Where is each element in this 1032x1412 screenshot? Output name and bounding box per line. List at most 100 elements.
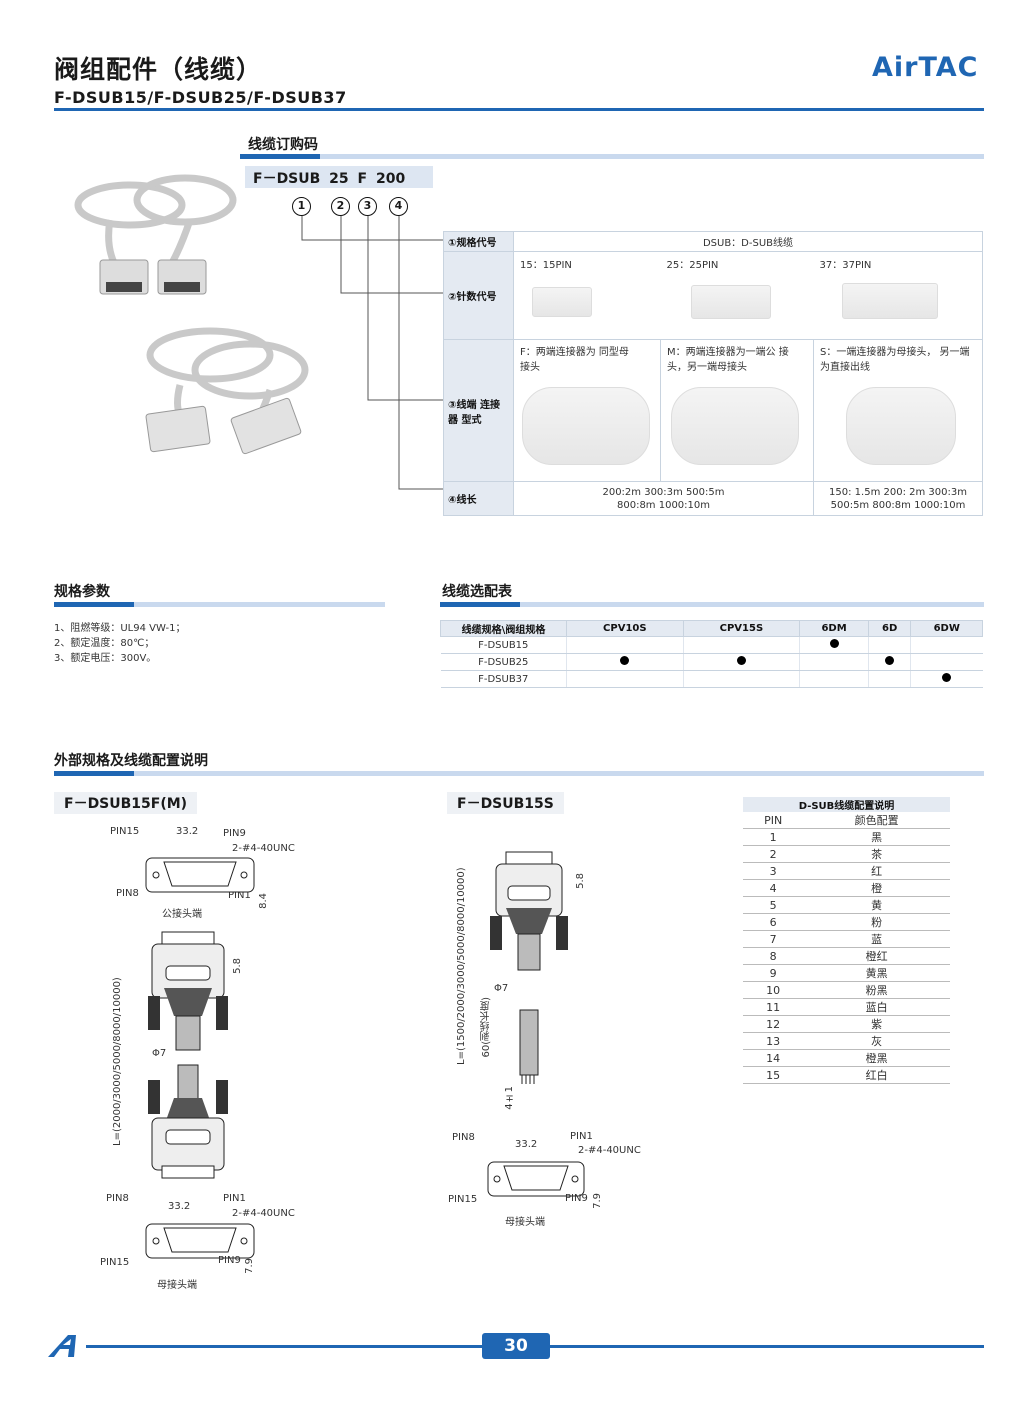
spec-key: ①规格代号 <box>443 231 514 252</box>
fm-pin15-b: PIN15 <box>100 1257 130 1268</box>
external-rule <box>54 771 984 776</box>
match-row-name: F-DSUB25 <box>440 653 567 671</box>
specs-rule <box>54 602 385 607</box>
pin-color: 灰 <box>803 1032 950 1050</box>
s-pin1: PIN1 <box>570 1131 593 1142</box>
connector-15-photo <box>532 287 592 317</box>
length-fm-cell: 200:2m 300:3m 500:5m 800:8m 1000:10m <box>513 481 814 516</box>
pin-color: 粉黑 <box>803 981 950 999</box>
spec-item: 2、额定温度：80℃； <box>54 638 155 649</box>
pin-color: 红 <box>803 862 950 880</box>
pin-color: 橙黑 <box>803 1049 950 1067</box>
spec-item: 3、额定电压：300V。 <box>54 653 157 664</box>
pin-color: 红白 <box>803 1066 950 1084</box>
pin-number: 10 <box>743 981 804 999</box>
match-cell <box>910 653 983 671</box>
order-code-example: F－DSUB 25 F 200 <box>245 166 433 188</box>
match-cell <box>867 670 911 688</box>
connector-25-photo <box>690 285 771 319</box>
conn-f-cell: F：两端连接器为 同型母接头 <box>513 339 661 482</box>
connector-key: ③线端 连接器 型式 <box>443 339 514 482</box>
pin-number: 11 <box>743 998 804 1016</box>
s-phi7: Φ7 <box>494 983 509 994</box>
pin-table-title: D-SUB线缆配置说明 <box>743 797 950 812</box>
pin-color: 橙红 <box>803 947 950 965</box>
s-pin15: PIN15 <box>448 1194 478 1205</box>
match-cell <box>566 670 684 688</box>
match-dot <box>942 673 952 682</box>
fm-pin1: PIN1 <box>228 890 251 901</box>
conn-f-photo <box>522 387 650 465</box>
match-cell <box>799 636 869 654</box>
pin-15-cell: 15：15PIN <box>513 251 661 340</box>
fm-side-drawing <box>148 931 228 1179</box>
pin-number: 9 <box>743 964 804 982</box>
match-row-name: F-DSUB37 <box>440 670 567 688</box>
length-s-line2: 500:5m 800:8m 1000:10m <box>830 499 966 511</box>
pin-color: 橙 <box>803 879 950 897</box>
s-tolerance: 4±1 <box>504 1086 515 1110</box>
pin-number: 5 <box>743 896 804 914</box>
table-row: F-DSUB15 <box>440 636 983 654</box>
conn-s-photo <box>846 387 956 465</box>
length-s-line1: 150: 1.5m 200: 2m 300:3m <box>829 486 967 498</box>
pin-37-label: 37：37PIN <box>819 260 872 271</box>
external-heading: 外部规格及线缆配置说明 <box>54 753 208 769</box>
fm-phi7: Φ7 <box>152 1048 167 1059</box>
page-title: 阀组配件（线缆） <box>54 55 263 84</box>
match-cell <box>799 653 869 671</box>
match-dot <box>736 656 746 665</box>
pin-number: 1 <box>743 828 804 846</box>
s-dim-79: 7.9 <box>592 1193 603 1209</box>
pin-number: 4 <box>743 879 804 897</box>
order-code-rule <box>240 154 984 159</box>
conn-m-text: M：两端连接器为一端公 接头，另一端母接头 <box>667 347 789 373</box>
cable-photo-2 <box>145 327 309 455</box>
pin-number: 2 <box>743 845 804 863</box>
color-col-header: 颜色配置 <box>803 812 950 829</box>
pin-col-header: PIN <box>743 812 804 829</box>
pin-color: 蓝白 <box>803 998 950 1016</box>
pin-37-cell: 37：37PIN <box>813 251 983 340</box>
pin-number: 6 <box>743 913 804 931</box>
logo-text: AirTAC <box>872 52 979 80</box>
table-row: F-DSUB37 <box>440 670 983 688</box>
s-dim-58: 5.8 <box>575 873 586 889</box>
fm-female-caption: 母接头端 <box>157 1280 197 1291</box>
pin-color: 紫 <box>803 1015 950 1033</box>
spec-item: 1、阻燃等级：UL94 VW-1； <box>54 623 186 634</box>
match-cell <box>566 653 684 671</box>
match-row-name: F-DSUB15 <box>440 636 567 654</box>
fm-pin15: PIN15 <box>110 826 140 837</box>
length-s-cell: 150: 1.5m 200: 2m 300:3m 500:5m 800:8m 1… <box>813 481 983 516</box>
length-fm-line1: 200:2m 300:3m 500:5m <box>602 486 725 498</box>
pin-color: 黑 <box>803 828 950 846</box>
pin-15-label: 15：15PIN <box>520 260 572 271</box>
match-dot <box>885 656 895 665</box>
s-pin8: PIN8 <box>452 1132 475 1143</box>
marker-1: 1 <box>292 197 311 216</box>
conn-m-cell: M：两端连接器为一端公 接头，另一端母接头 <box>660 339 814 482</box>
s-length: L=(1500/2000/3000/5000/8000/10000) <box>456 867 467 1065</box>
connector-37-photo <box>841 283 938 319</box>
match-dot <box>620 656 630 665</box>
fm-pin8-b: PIN8 <box>106 1193 129 1204</box>
fm-male-face-drawing <box>145 857 255 893</box>
pin-number: 14 <box>743 1049 804 1067</box>
pin-number: 8 <box>743 947 804 965</box>
conn-s-text: S：一端连接器为母接头， 另一端为直接出线 <box>820 347 970 373</box>
pin-number: 7 <box>743 930 804 948</box>
page-number: 30 <box>482 1333 550 1359</box>
match-rule <box>440 602 984 607</box>
match-col-header: CPV15S <box>682 620 801 637</box>
cable-photo-1 <box>74 174 237 295</box>
pin-number: 12 <box>743 1015 804 1033</box>
fm-pin8: PIN8 <box>116 888 139 899</box>
fm-length: L=(2000/3000/5000/8000/10000) <box>112 977 123 1146</box>
s-width: 33.2 <box>515 1139 538 1150</box>
